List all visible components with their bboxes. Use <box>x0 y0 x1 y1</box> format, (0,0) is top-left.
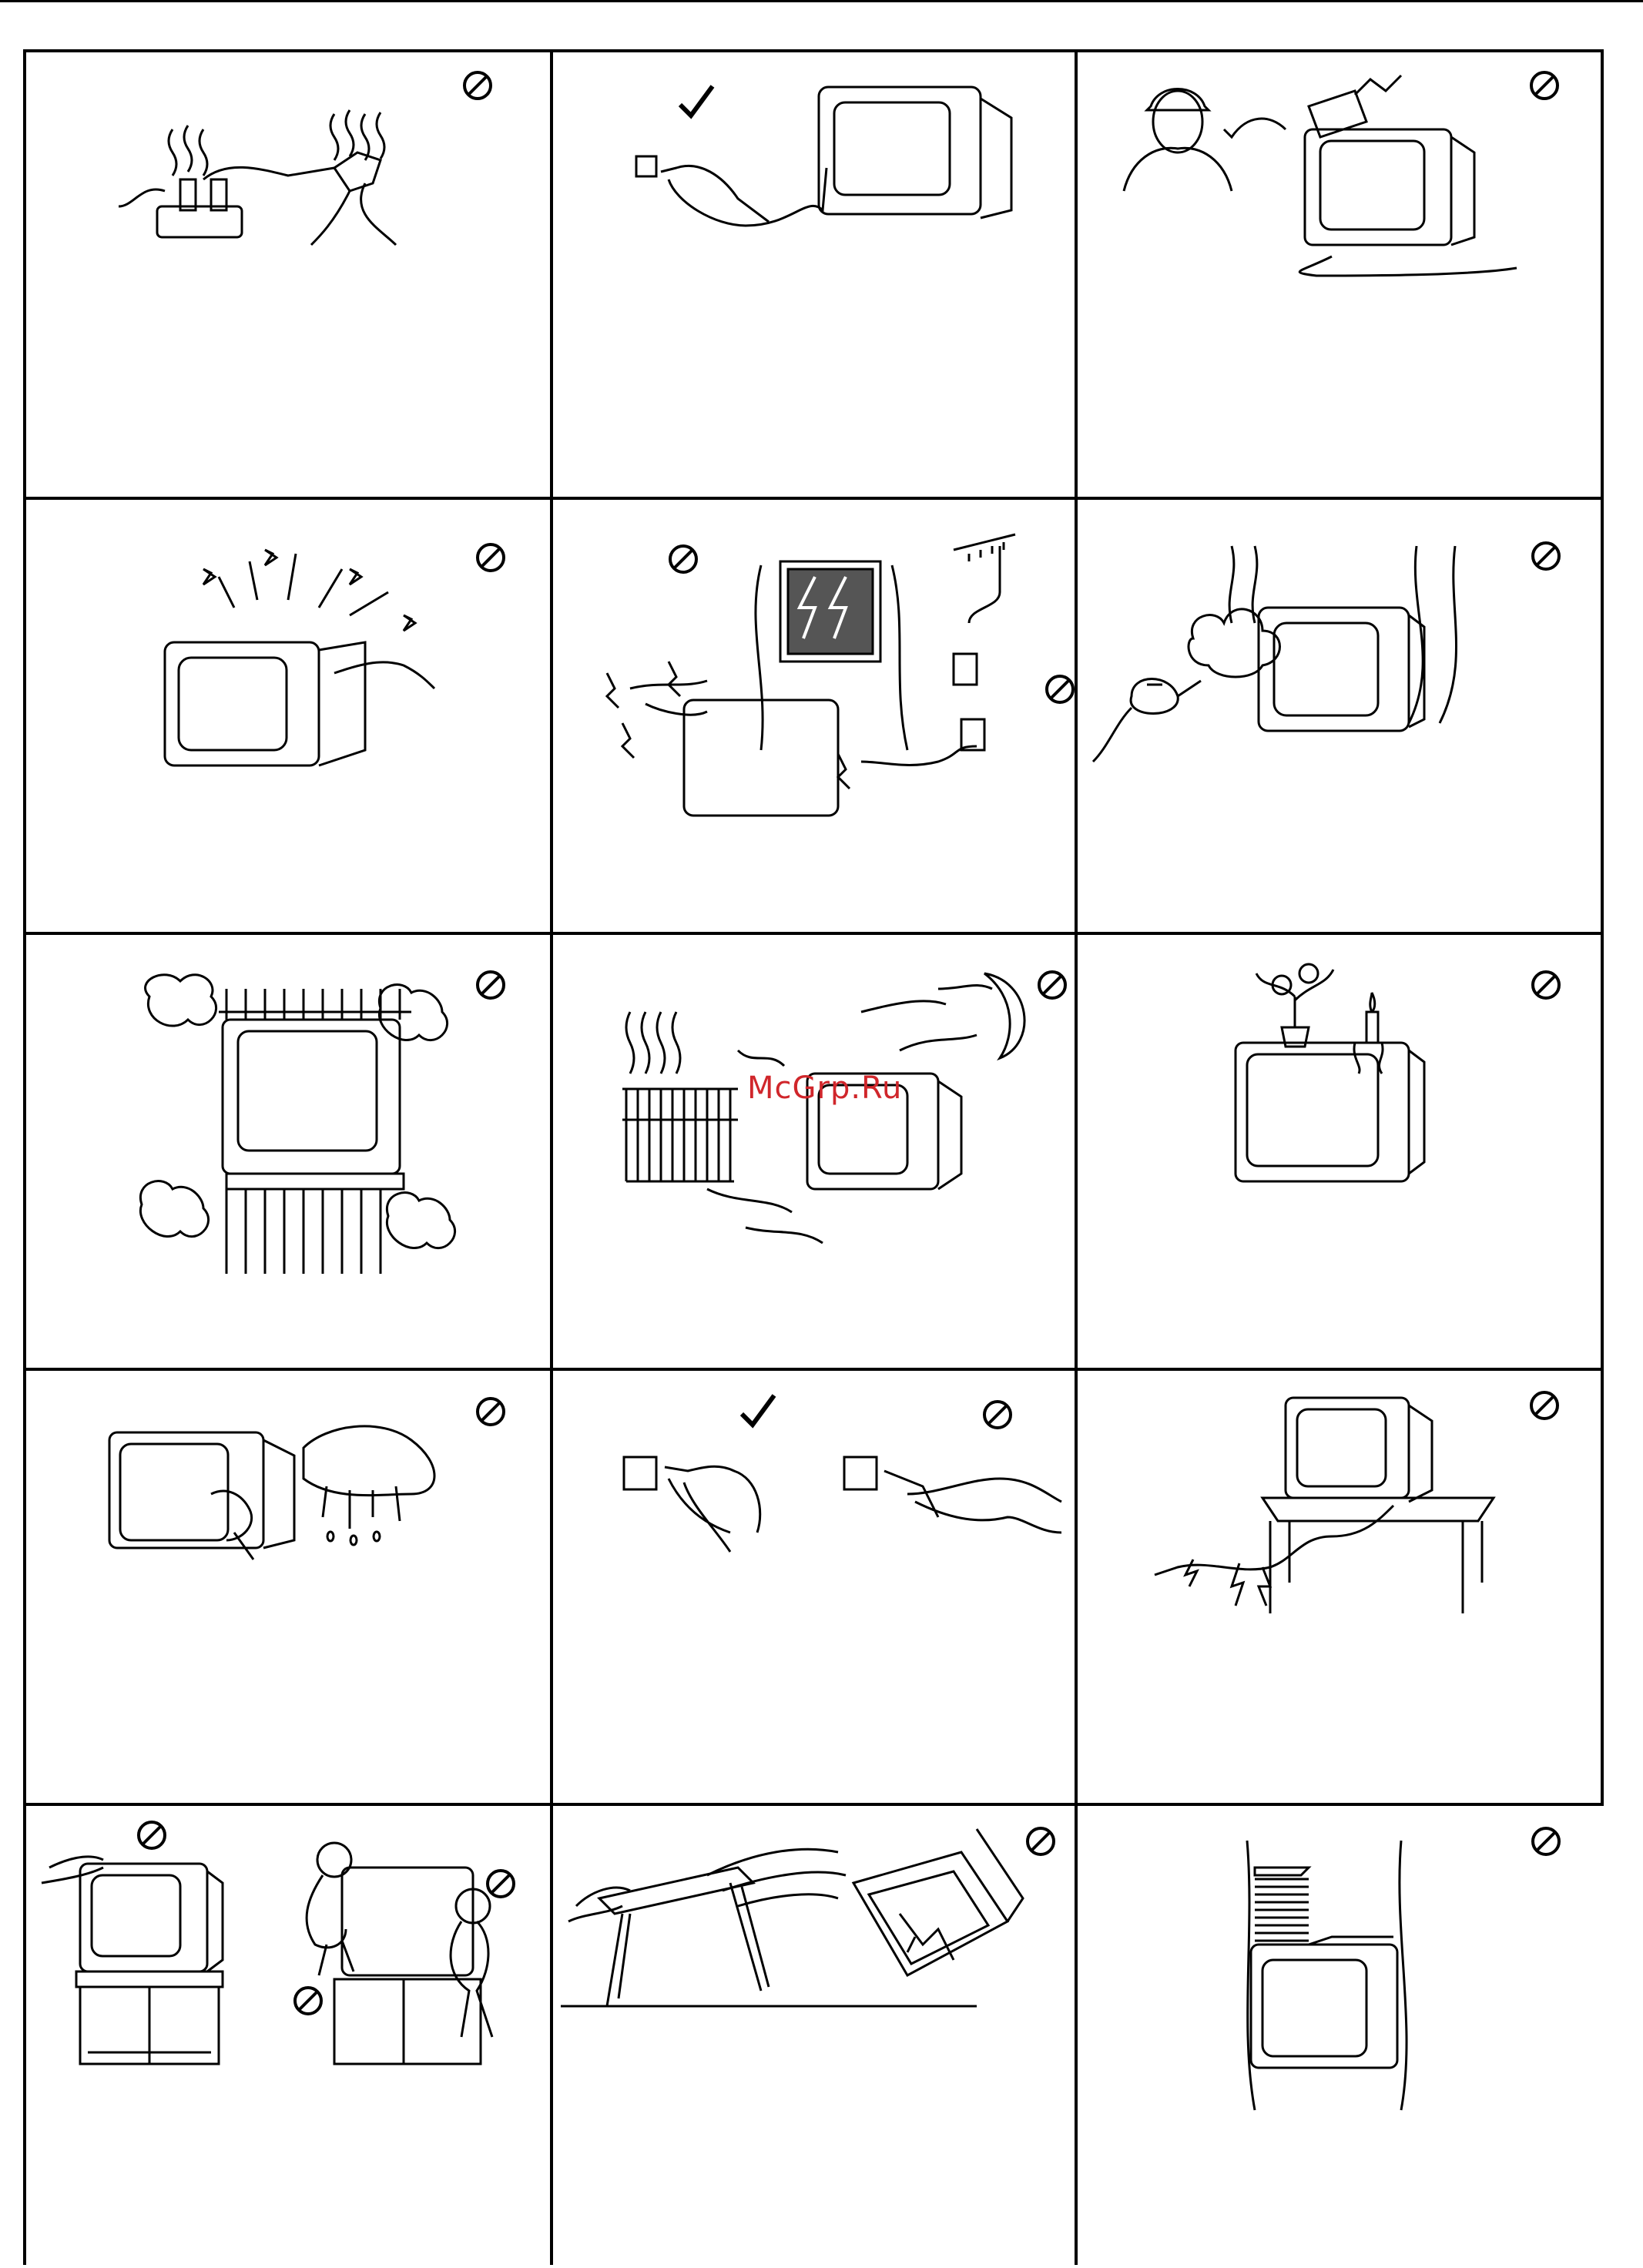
heat-sources-illustration <box>553 935 1078 1371</box>
panel-damaged-cord <box>1075 1368 1601 1803</box>
prohibited-icon <box>1528 1389 1561 1422</box>
panel-pull-by-plug <box>550 1368 1075 1803</box>
panel-vase-candle-on-top <box>1075 932 1601 1368</box>
warning-grid <box>23 49 1601 2265</box>
panel-heat-sources <box>550 932 1075 1368</box>
prohibited-icon <box>474 969 507 1001</box>
prohibited-icon <box>981 1399 1014 1431</box>
overloaded-outlet-illustration <box>26 52 553 500</box>
panel-steam-humidity <box>1075 497 1601 932</box>
children-climbing-illustration <box>26 1806 553 2268</box>
prohibited-icon <box>292 1985 324 2017</box>
prohibited-icon <box>1530 969 1562 1001</box>
panel-overloaded-outlet <box>23 49 550 497</box>
pull-by-plug-illustration <box>553 1371 1078 1806</box>
panel-insert-objects <box>23 497 550 932</box>
prohibited-icon <box>1530 1825 1562 1858</box>
check-icon <box>738 1392 776 1431</box>
panel-wet-cloth-cleaning <box>23 1368 550 1803</box>
prohibited-icon <box>667 543 699 575</box>
prohibited-icon <box>1530 540 1562 572</box>
prohibited-icon <box>485 1868 517 1900</box>
prohibited-icon <box>474 1395 507 1428</box>
prohibited-icon <box>1036 969 1068 1001</box>
wet-cloth-illustration <box>26 1371 553 1806</box>
prohibited-icon <box>1024 1825 1057 1858</box>
panel-children-climbing <box>23 1803 550 2265</box>
unstable-table-illustration <box>553 1806 1078 2268</box>
watermark: McGrp.Ru <box>747 1070 902 1106</box>
unplug-power-cord-illustration <box>553 52 1078 500</box>
panel-unstable-table <box>550 1803 1075 2265</box>
prohibited-icon <box>136 1819 168 1851</box>
prohibited-icon <box>474 541 507 574</box>
panel-lightning-storm <box>550 497 1075 932</box>
damaged-cord-illustration <box>1078 1371 1604 1806</box>
panel-blocked-ventilation <box>23 932 550 1368</box>
panel-call-service <box>1075 49 1601 497</box>
steam-humidity-illustration <box>1078 500 1604 935</box>
top-rule <box>0 0 1643 2</box>
prohibited-icon <box>1528 69 1561 102</box>
prohibited-icon <box>461 69 494 102</box>
prohibited-icon <box>1044 673 1076 705</box>
grid-row-divider <box>23 1803 1604 1806</box>
call-service-illustration <box>1078 52 1604 500</box>
vase-candle-illustration <box>1078 935 1604 1371</box>
check-icon <box>676 83 715 122</box>
panel-unplug-power-cord <box>550 49 1075 497</box>
panel-objects-on-top <box>1075 1803 1601 2265</box>
lightning-storm-illustration <box>553 500 1078 935</box>
grid-right-border <box>1601 49 1604 1803</box>
objects-on-top-illustration <box>1078 1806 1604 2268</box>
